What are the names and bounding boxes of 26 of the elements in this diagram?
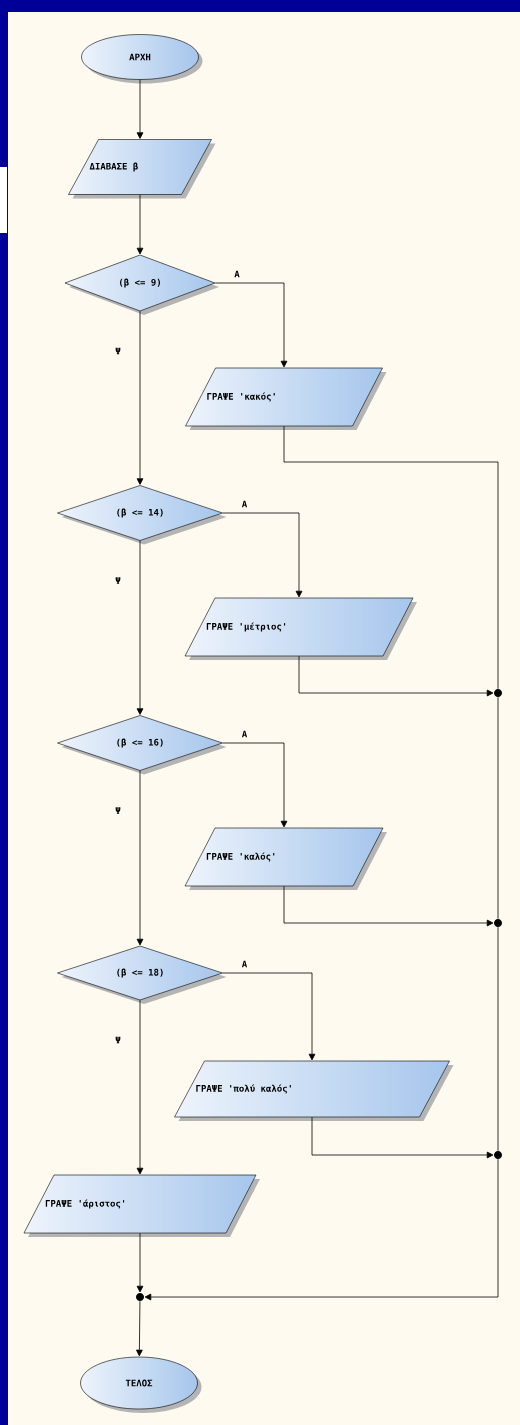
arrow xyxy=(136,194,144,255)
edge-label: Ψ xyxy=(114,576,122,585)
arrow xyxy=(136,310,144,485)
arrow xyxy=(136,999,144,1175)
edge-label: Ψ xyxy=(114,346,122,356)
edge-label: Ψ xyxy=(114,806,122,815)
arrow xyxy=(136,79,144,139)
edge-label: Ψ xyxy=(114,1035,122,1045)
arrow xyxy=(298,655,494,697)
edge-label: Α xyxy=(240,959,249,969)
arrow xyxy=(136,770,144,946)
arrow xyxy=(136,1300,143,1357)
arrow xyxy=(214,282,288,368)
arrow xyxy=(222,742,288,828)
io-parallelogram: ΓΡΑΨΕ 'πολύ καλός' xyxy=(174,1060,454,1121)
edge-label: Α xyxy=(240,499,249,509)
arrow xyxy=(144,1158,499,1301)
arrow xyxy=(222,512,303,598)
arrow xyxy=(136,540,144,715)
io-parallelogram: ΓΡΑΨΕ 'άριστος' xyxy=(23,1174,260,1237)
edge-label: Α xyxy=(233,269,241,279)
arrow xyxy=(311,1116,494,1159)
arrow xyxy=(222,972,316,1061)
edge-label: Α xyxy=(240,729,249,739)
arrow xyxy=(136,1232,144,1293)
arrow xyxy=(283,885,494,927)
